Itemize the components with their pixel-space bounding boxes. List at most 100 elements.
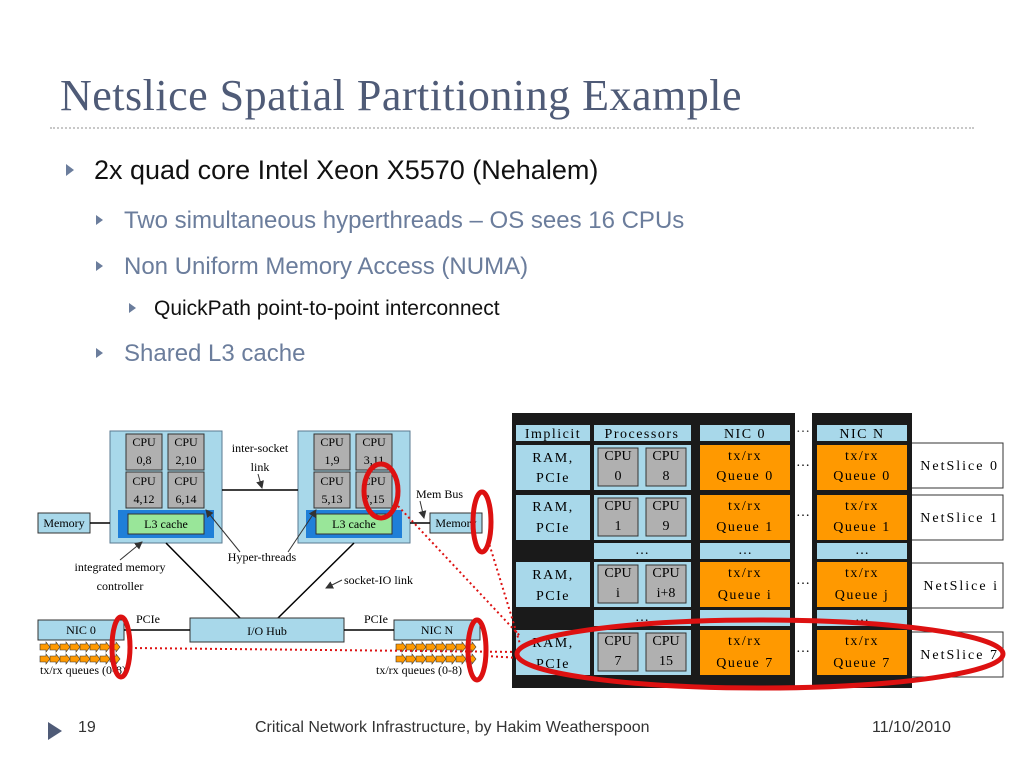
- cpu-b-label: CPU: [652, 566, 679, 581]
- cpu-a-id: 0: [615, 469, 622, 484]
- socket-0-l3-label: L3 cache: [144, 517, 188, 531]
- cpu-b-label: CPU: [652, 449, 679, 464]
- socket-io-label: socket-IO link: [344, 573, 413, 587]
- queue-n-label: tx/rx: [845, 566, 879, 581]
- gap-ellipsis: …: [738, 543, 752, 558]
- integrated-memory-label: integrated memory: [75, 560, 166, 574]
- cpu-ids: 7,15: [364, 492, 385, 506]
- highlight-netslice-7: [514, 617, 1006, 691]
- highlight-cpu-7-15: [361, 461, 401, 521]
- highlight-nic0-queue: [109, 614, 133, 680]
- footer-page-number: 19: [78, 719, 96, 736]
- left-topology-diagram: L3 cache CPU 0,8 CPU 2,10 CPU 4,12 CPU 6…: [37, 430, 483, 677]
- footer-triangle-icon: [48, 722, 62, 740]
- cpu-b-id: 8: [663, 469, 670, 484]
- ram-line-2: PCIe: [536, 471, 570, 486]
- header-nicN-bg: [817, 425, 907, 441]
- ram-line-2: PCIe: [536, 521, 570, 536]
- cpu-a-label: CPU: [604, 634, 631, 649]
- socket-1-cpu-2: CPU 5,13: [313, 471, 351, 509]
- header-implicit: Implicit: [525, 427, 581, 442]
- gap-ellipsis: …: [855, 543, 869, 558]
- socket-0-l3-cache: [127, 513, 205, 535]
- memory-right-label: Memory: [435, 516, 476, 530]
- cpu-ids: 5,13: [322, 492, 343, 506]
- socket-1-cpu-0: CPU 1,9: [313, 433, 351, 471]
- queue-id: Queue 0: [716, 469, 774, 484]
- cpu-a-id: 7: [615, 654, 622, 669]
- header-nicN: NIC N: [839, 427, 884, 442]
- cpu-b-id: 9: [663, 519, 670, 534]
- cpu-ids: 4,12: [134, 492, 155, 506]
- netslice-row-i: RAM, PCIe CPU i CPU i+8 tx/rx Queue i tx…: [516, 562, 999, 607]
- right-netslice-diagram: Implicit Processors NIC 0 NIC N … RAM, P…: [512, 413, 1004, 688]
- row-ellipsis: …: [796, 455, 810, 470]
- header-processors-bg: [594, 425, 691, 441]
- row-ellipsis: …: [796, 573, 810, 588]
- socket1-io-link: [277, 542, 355, 619]
- cpu-label: CPU: [174, 474, 198, 488]
- mem-bus-label: Mem Bus: [416, 487, 463, 501]
- queues-left-label: tx/rx queues (0-8): [40, 663, 126, 677]
- cpu-b-id: i+8: [657, 586, 676, 601]
- queue-id: Queue i: [718, 588, 772, 603]
- hyper-threads-label: Hyper-threads: [228, 550, 297, 564]
- inter-socket-label: inter-socket: [232, 441, 289, 455]
- bullet-arrow-icon: [96, 261, 103, 271]
- header-processors: Processors: [605, 427, 680, 442]
- nic-0-label: NIC 0: [66, 623, 96, 637]
- nic-n-queues: [395, 641, 477, 665]
- bullet-level2: Non Uniform Memory Access (NUMA): [96, 253, 528, 281]
- ram-line-2: PCIe: [536, 589, 570, 604]
- header-implicit-bg: [516, 425, 590, 441]
- cpu-label: CPU: [132, 435, 156, 449]
- dotted-link-nic0: [129, 647, 521, 653]
- cpu-label: CPU: [362, 435, 386, 449]
- header-nic0-bg: [700, 425, 790, 441]
- queue-label: tx/rx: [728, 449, 762, 464]
- cpu-b-id: 15: [659, 654, 673, 669]
- cpu-label: CPU: [132, 474, 156, 488]
- io-hub-label: I/O Hub: [247, 624, 287, 638]
- footer-date: 11/10/2010: [872, 719, 951, 736]
- socket-0-cpu-0: CPU 0,8: [125, 433, 163, 471]
- queue-n-id: Queue 0: [833, 469, 891, 484]
- bullet-arrow-icon: [96, 215, 103, 225]
- queue-n-label: tx/rx: [845, 449, 879, 464]
- dotted-link-nicN: [485, 655, 521, 659]
- ram-line-1: RAM,: [532, 568, 573, 583]
- queue-id: Queue 7: [716, 656, 774, 671]
- netslice-label: NetSlice 7: [920, 648, 999, 663]
- bullet-arrow-icon: [66, 164, 74, 176]
- queue-n-label: tx/rx: [845, 499, 879, 514]
- socket-1-cpu-3: CPU 7,15: [355, 471, 393, 509]
- gap-ellipsis: …: [635, 610, 649, 625]
- cpu-label: CPU: [320, 474, 344, 488]
- bullet-text: Two simultaneous hyperthreads – OS sees …: [124, 207, 685, 234]
- cpu-ids: 2,10: [176, 453, 197, 467]
- cpu-b-label: CPU: [652, 499, 679, 514]
- bullet-text: Non Uniform Memory Access (NUMA): [124, 253, 529, 280]
- io-hub: [189, 617, 345, 643]
- queue-label: tx/rx: [728, 566, 762, 581]
- queue-n-label: tx/rx: [845, 634, 879, 649]
- bullet-text: QuickPath point-to-point interconnect: [154, 297, 500, 320]
- bullet-text: Shared L3 cache: [124, 340, 306, 367]
- cpu-a-id: 1: [615, 519, 622, 534]
- header-ellipsis: …: [796, 421, 810, 436]
- bullet-level2: Two simultaneous hyperthreads – OS sees …: [96, 207, 684, 235]
- bullet-level1: 2x quad core Intel Xeon X5570 (Nehalem): [66, 155, 598, 186]
- cpu-a-label: CPU: [604, 499, 631, 514]
- netslice-label: NetSlice i: [923, 579, 999, 594]
- title-divider: [50, 127, 974, 129]
- bullet-arrow-icon: [129, 303, 136, 313]
- nic-0-queues: [39, 641, 121, 665]
- netslice-row-1: RAM, PCIe CPU 1 CPU 9 tx/rx Queue 1 tx/r…: [516, 495, 997, 540]
- cpu-a-label: CPU: [604, 566, 631, 581]
- highlight-nicN-queue: [465, 617, 489, 683]
- pcie-left-label: PCIe: [136, 612, 160, 626]
- queue-label: tx/rx: [728, 634, 762, 649]
- queue-n-id: Queue j: [835, 588, 889, 603]
- gap-ellipsis: …: [635, 543, 649, 558]
